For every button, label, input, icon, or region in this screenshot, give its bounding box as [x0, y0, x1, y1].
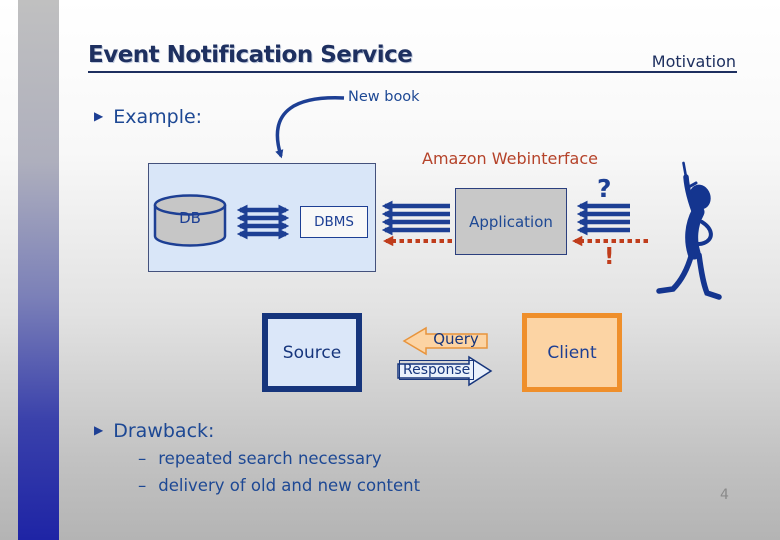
source-label: Source — [282, 342, 342, 363]
new-book-annotation: New book — [348, 89, 420, 105]
source-box: Source — [262, 313, 362, 392]
bullet-triangle-icon: ▶ — [94, 109, 104, 123]
title-underline — [88, 71, 737, 73]
application-box: Application — [455, 188, 567, 255]
client-label: Client — [547, 342, 597, 363]
header-section-label: Motivation — [651, 52, 736, 71]
dbms-label: DBMS — [314, 214, 354, 230]
drawback-item-text: repeated search necessary — [158, 449, 382, 468]
question-mark-annotation: ? — [597, 174, 612, 203]
query-label: Query — [433, 330, 479, 348]
response-label: Response — [399, 360, 475, 380]
user-to-application-arrows-icon — [576, 200, 630, 236]
example-label: Example: — [113, 106, 203, 128]
dbms-box: DBMS — [300, 206, 368, 238]
page-title: Event Notification Service — [88, 42, 413, 68]
drawback-label: Drawback: — [113, 420, 215, 442]
drawback-item-text: delivery of old and new content — [158, 476, 421, 495]
dash-icon: – — [138, 449, 147, 468]
new-book-arrow-icon — [275, 96, 345, 159]
exclamation-mark-annotation: ! — [604, 244, 615, 270]
page-number: 4 — [720, 487, 729, 503]
application-label: Application — [469, 212, 553, 231]
stick-figure-person-icon — [656, 161, 722, 300]
drawback-bullet: ▶ Drawback: — [94, 420, 214, 442]
db-label: DB — [179, 209, 201, 227]
application-to-dbms-arrows-icon — [381, 200, 450, 236]
example-bullet: ▶ Example: — [94, 106, 202, 128]
dash-icon: – — [138, 476, 147, 495]
client-box: Client — [522, 313, 622, 392]
left-accent-bar — [18, 0, 59, 540]
amazon-webinterface-annotation: Amazon Webinterface — [422, 149, 598, 168]
bullet-triangle-icon: ▶ — [94, 423, 104, 437]
drawback-item: –delivery of old and new content — [138, 476, 420, 495]
drawback-item: –repeated search necessary — [138, 449, 382, 468]
